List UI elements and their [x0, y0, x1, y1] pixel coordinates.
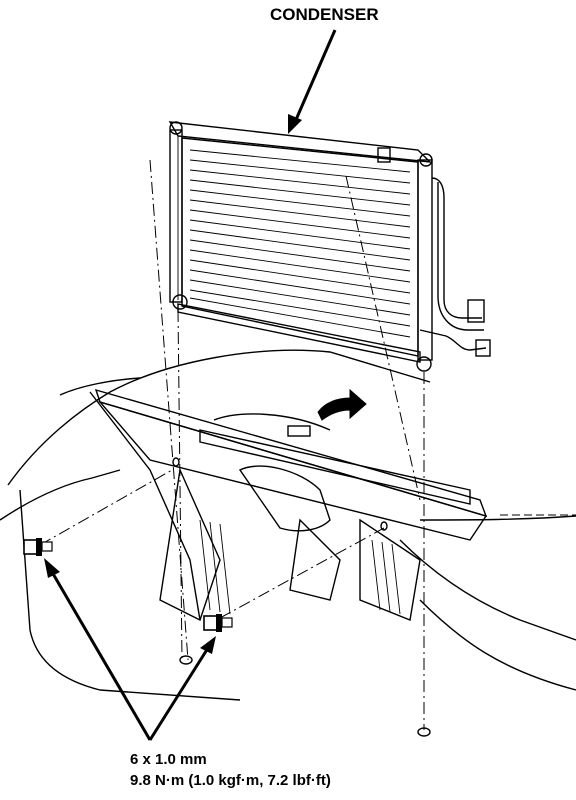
- bolt-left-icon: [23, 538, 53, 556]
- vehicle-front-body: [0, 349, 576, 701]
- condenser-core-fins: [189, 149, 411, 338]
- bolt-leader-arrows: [44, 558, 216, 741]
- torque-spec-label: 9.8 N·m (1.0 kgf·m, 7.2 lbf·ft): [130, 772, 331, 789]
- alignment-lines: [39, 159, 425, 730]
- radiator-core-hatch: [199, 519, 401, 615]
- condenser-leader-arrow: [288, 29, 337, 134]
- condenser: [168, 121, 491, 372]
- condenser-label: CONDENSER: [270, 5, 379, 24]
- bolt-right-icon: [203, 614, 233, 632]
- bolt-size-label: 6 x 1.0 mm: [130, 751, 207, 768]
- mount-holes: [172, 457, 431, 737]
- removal-direction-arrow: [317, 388, 367, 421]
